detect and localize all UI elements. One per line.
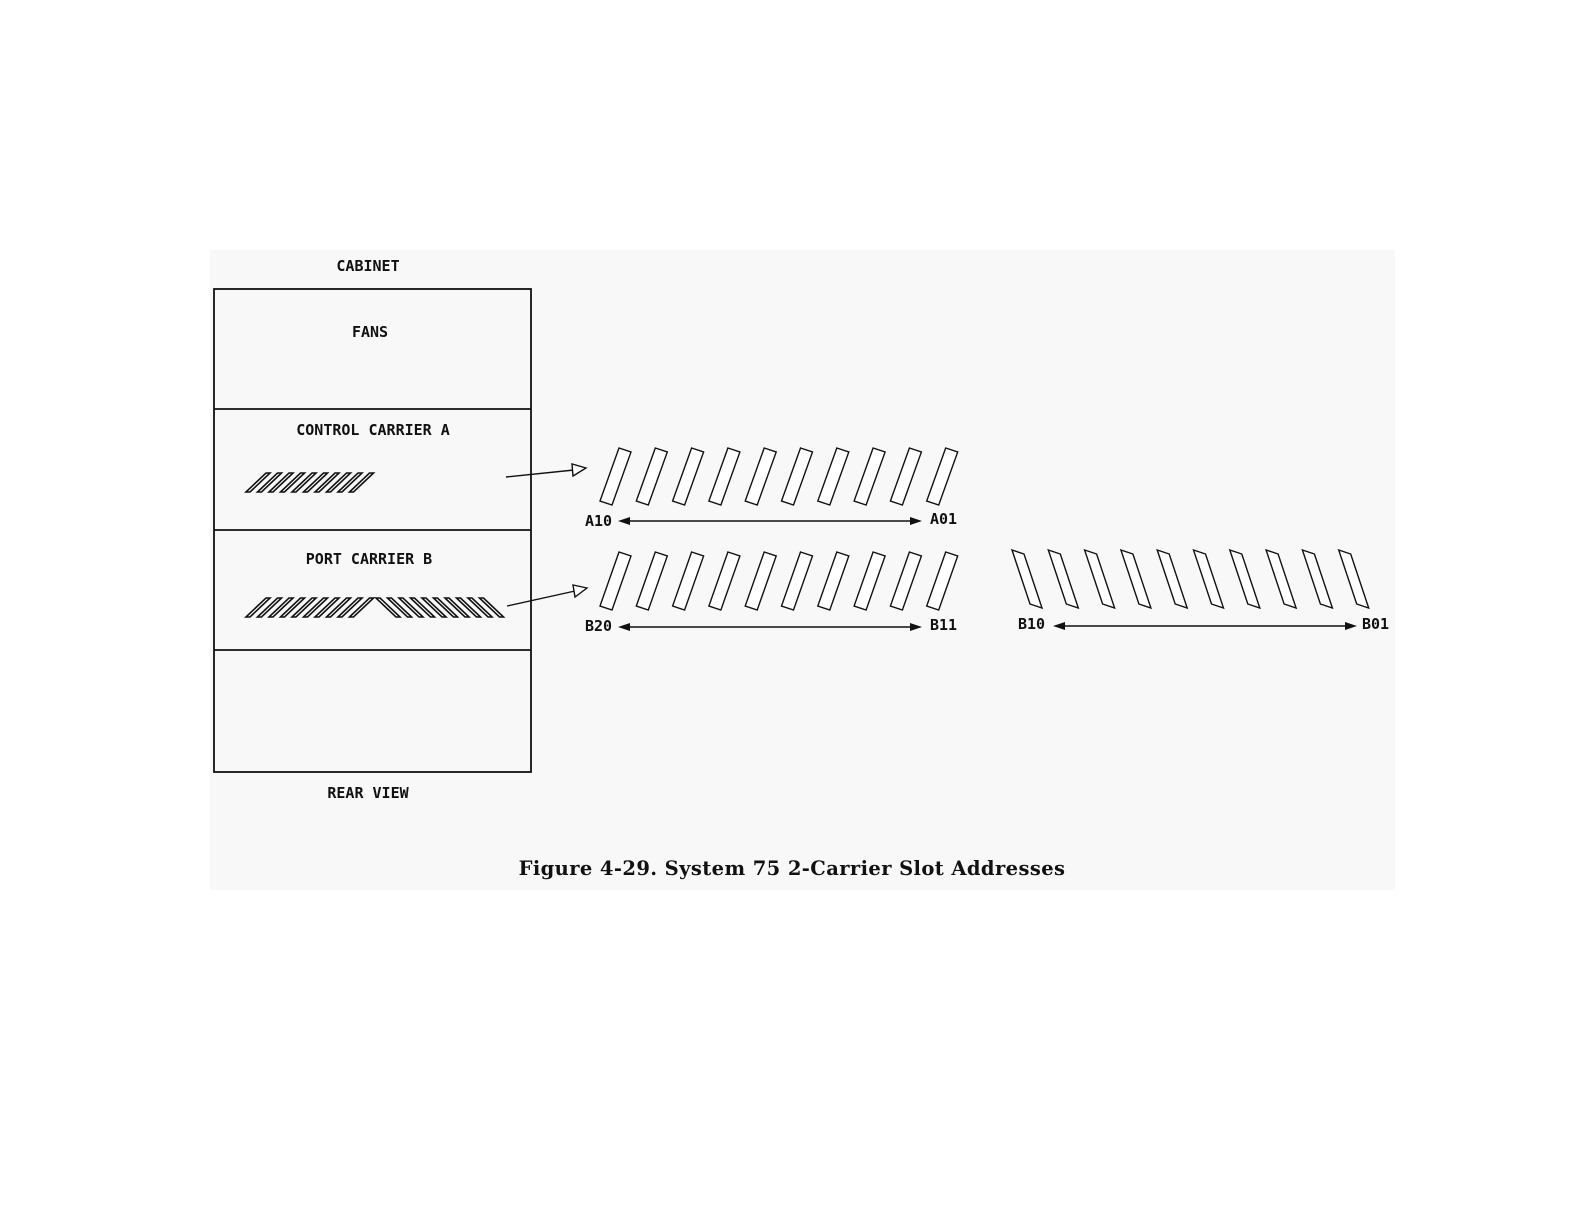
slot-label-a10: A10	[585, 512, 612, 530]
figure-caption: Figure 4-29. System 75 2-Carrier Slot Ad…	[519, 857, 1066, 880]
cabinet-title: CABINET	[336, 257, 399, 275]
slot-label-b11: B11	[930, 616, 957, 634]
fans-section-label: FANS	[352, 323, 388, 341]
control-carrier-a-label: CONTROL CARRIER A	[296, 421, 450, 439]
rear-view-label: REAR VIEW	[327, 784, 409, 802]
slot-label-b20: B20	[585, 617, 612, 635]
slot-label-b01: B01	[1362, 615, 1389, 633]
slot-label-b10: B10	[1018, 615, 1045, 633]
port-carrier-b-label: PORT CARRIER B	[306, 550, 432, 568]
slot-label-a01: A01	[930, 510, 957, 528]
